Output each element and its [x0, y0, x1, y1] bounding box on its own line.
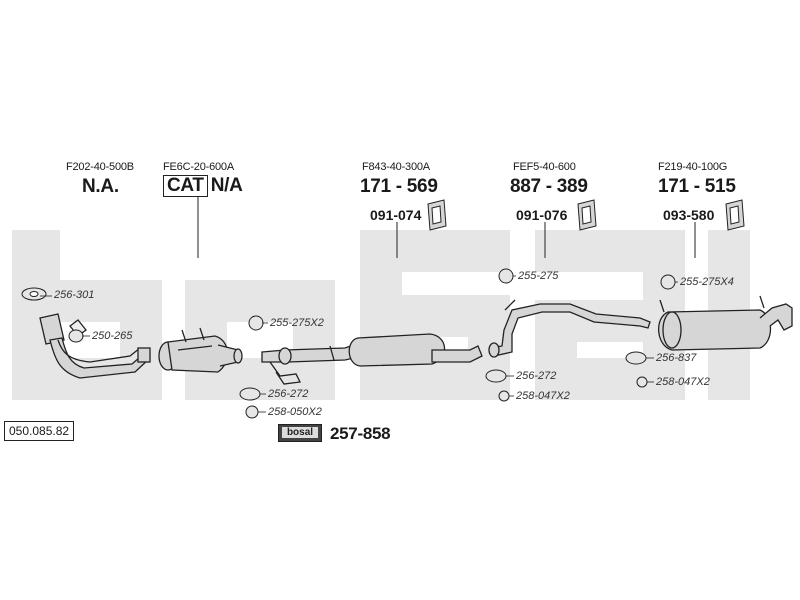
leader-lines — [197, 196, 696, 258]
gasket-icon — [239, 387, 261, 401]
gasket-icon — [68, 329, 84, 343]
bosal-kit-badge: bosal — [278, 424, 322, 442]
mount-number: 091-076 — [516, 207, 568, 223]
fitting-label: 255-275X2 — [270, 317, 324, 329]
nut-icon — [245, 405, 259, 419]
fitting-label: 258-047X2 — [516, 390, 570, 402]
bracket-icons — [427, 199, 745, 231]
clamp-icon — [498, 268, 514, 284]
reference-number: 050.085.82 — [4, 421, 75, 441]
part-number: 171 - 569 — [360, 176, 438, 197]
nut-icon — [636, 376, 648, 388]
front-pipe-part — [39, 313, 151, 379]
oem-number: FE6C-20-600A — [163, 161, 234, 173]
fitting-label: 255-275X4 — [680, 276, 734, 288]
mount-number: 093-580 — [663, 207, 715, 223]
catalytic-converter-part — [158, 327, 243, 373]
fitting-label: 256-272 — [268, 388, 309, 400]
fitting-label: 256-272 — [516, 370, 557, 382]
fitting-label: 256-301 — [54, 289, 95, 301]
gasket-icon — [625, 351, 647, 365]
intermediate-pipe-part — [488, 299, 651, 358]
fitting-leaders — [40, 275, 678, 413]
oem-number: F219-40-100G — [658, 161, 728, 173]
fitting-label: 258-050X2 — [268, 406, 322, 418]
clamp-icon — [248, 315, 264, 331]
rear-silencer-part — [658, 295, 793, 351]
bosal-watermark — [12, 230, 750, 400]
nut-icon — [498, 390, 510, 402]
fitting-label: 256-837 — [656, 352, 697, 364]
kit-number: 257-858 — [330, 424, 391, 443]
fitting-label: 250-265 — [92, 330, 133, 342]
oem-number: FEF5-40-600 — [513, 161, 576, 173]
part-number: 171 - 515 — [658, 176, 736, 197]
part-number: N.A. — [82, 176, 119, 197]
gasket-icon — [485, 369, 507, 383]
fitting-label: 255-275 — [518, 270, 559, 282]
clamp-icon — [660, 274, 676, 290]
oem-number: F202-40-500B — [66, 161, 134, 173]
mount-number: 091-074 — [370, 207, 422, 223]
cat-badge: CAT — [163, 175, 208, 197]
part-number: 887 - 389 — [510, 176, 588, 197]
center-silencer-part — [261, 333, 483, 385]
fitting-label: 258-047X2 — [656, 376, 710, 388]
oem-number: F843-40-300A — [362, 161, 430, 173]
gasket-icon — [29, 291, 39, 297]
